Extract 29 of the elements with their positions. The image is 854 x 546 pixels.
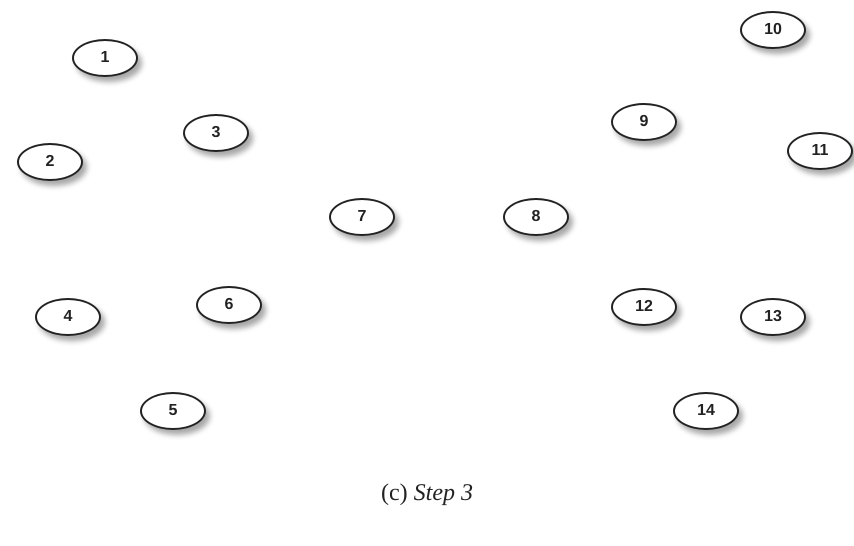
node-label: 3 [212,124,220,142]
node-ellipse [17,143,83,181]
node-ellipse [35,298,101,336]
node-label: 4 [64,308,72,326]
caption: (c) Step 3 [381,480,473,506]
node-label: 12 [635,298,653,316]
node-label: 14 [697,402,715,420]
node-label: 8 [532,208,540,226]
node-label: 13 [764,308,782,326]
node-ellipse [196,286,262,324]
node-ellipse [503,198,569,236]
node-label: 5 [168,402,178,420]
node-label: 10 [764,21,782,39]
node-label: 9 [640,113,648,131]
node-ellipse [140,392,206,430]
node-ellipse [740,298,806,336]
node-ellipse [329,198,395,236]
node-ellipse [611,103,677,141]
node-ellipse [183,114,249,152]
node-ellipse [740,11,806,49]
node-label: 6 [224,296,234,314]
node-ellipse [787,132,853,170]
node-ellipse [673,392,739,430]
node-ellipse [72,39,138,77]
node-label: 2 [46,153,54,171]
node-label: 11 [812,142,828,160]
node-label: 1 [100,49,110,67]
node-label: 7 [358,208,366,226]
node-ellipse [611,288,677,326]
